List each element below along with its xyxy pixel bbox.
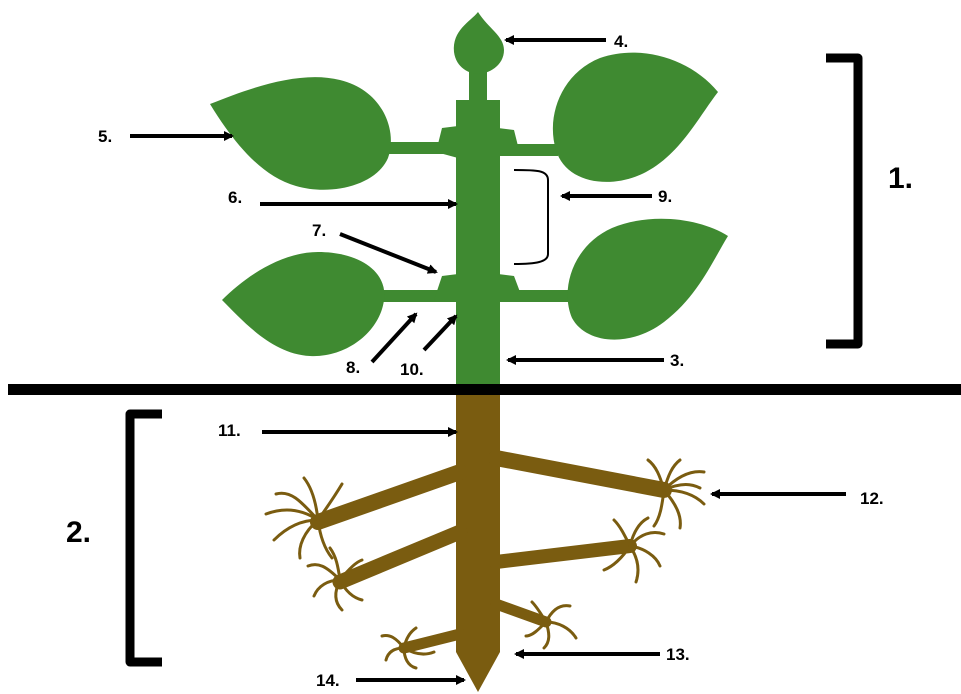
label-7: 7. bbox=[312, 221, 326, 240]
label-12: 12. bbox=[860, 489, 884, 508]
node-upper-right bbox=[498, 128, 518, 146]
lateral-root-mid-right bbox=[496, 546, 630, 562]
stem bbox=[456, 100, 500, 392]
lateral-root-upper-right bbox=[496, 458, 664, 490]
leaf-lower-right bbox=[568, 219, 728, 340]
apical-bud bbox=[454, 12, 504, 74]
lateral-root-bottom-left bbox=[404, 634, 460, 648]
leaf-lower-left bbox=[222, 252, 384, 356]
leaf-upper-left bbox=[210, 77, 391, 190]
label-1: 1. bbox=[888, 162, 913, 195]
lateral-root-lower-left bbox=[340, 532, 460, 582]
label-13: 13. bbox=[666, 645, 690, 664]
taproot bbox=[456, 392, 500, 692]
label-11: 11. bbox=[218, 421, 241, 440]
lateral-root-upper-left bbox=[318, 472, 460, 522]
label-9: 9. bbox=[658, 187, 672, 206]
bracket-root-system bbox=[130, 414, 162, 662]
label-2: 2. bbox=[66, 516, 91, 549]
label-14: 14. bbox=[316, 671, 340, 690]
label-6: 6. bbox=[228, 188, 242, 207]
label-4: 4. bbox=[614, 32, 628, 51]
bracket-internode bbox=[514, 170, 548, 264]
bracket-shoot-system bbox=[826, 58, 858, 344]
label-8: 8. bbox=[346, 358, 360, 377]
label-5: 5. bbox=[98, 127, 112, 146]
label-3: 3. bbox=[670, 351, 684, 370]
root-system bbox=[318, 392, 664, 692]
label-10: 10. bbox=[400, 360, 424, 379]
ground-line bbox=[8, 384, 961, 395]
root-hair-cluster-lower-right bbox=[526, 602, 576, 648]
arrow-10 bbox=[424, 316, 456, 350]
arrow-8 bbox=[372, 314, 416, 362]
lateral-root-lower-right bbox=[496, 604, 546, 622]
node-lower-left bbox=[434, 274, 458, 302]
node-lower-right bbox=[498, 274, 520, 292]
upper-stem bbox=[469, 72, 487, 106]
leaf-upper-right bbox=[553, 53, 718, 182]
